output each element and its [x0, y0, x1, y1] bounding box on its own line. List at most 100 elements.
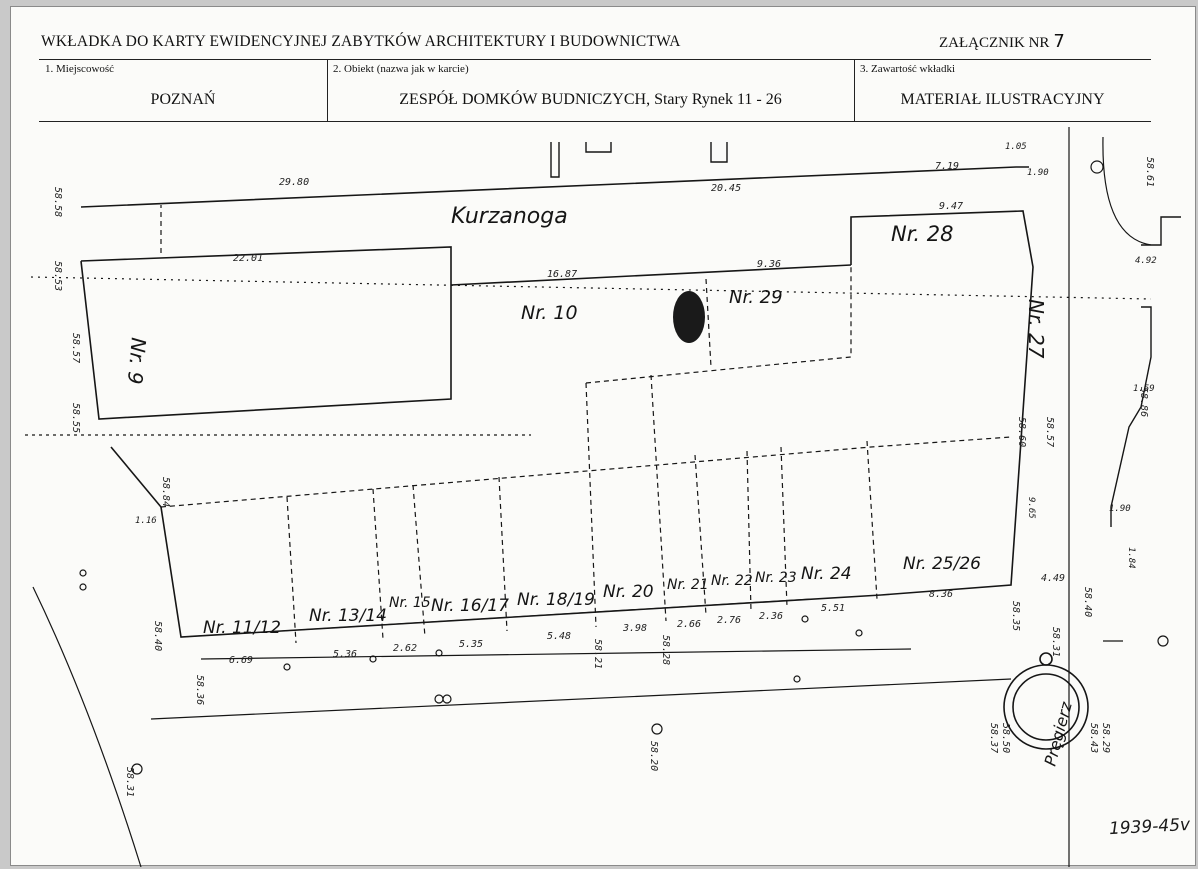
measure-1-90-b: 1.90 — [1109, 504, 1131, 514]
northeast-curb — [1102, 136, 1152, 246]
elevation-1: 58.58 — [52, 187, 63, 217]
elevation-14: 58.29 — [1100, 723, 1111, 753]
market-line-1 — [200, 648, 912, 660]
header-divider-2 — [854, 59, 855, 121]
measure-9-36: 9.36 — [757, 259, 781, 270]
elevation-6: 58.36 — [194, 675, 205, 705]
measure-5-48: 5.48 — [547, 631, 571, 642]
measure-5-35: 5.35 — [459, 639, 483, 650]
elevation-22: 58.60 — [1016, 417, 1027, 447]
lot-10-north-line — [450, 264, 852, 286]
elevation-19: 58.86 — [1138, 387, 1149, 417]
street-symbols — [79, 160, 1169, 775]
document-sheet: WKŁADKA DO KARTY EWIDENCYJNEJ ZABYTKÓW A… — [10, 6, 1196, 867]
lot-label-9: Nr. 9 — [123, 337, 151, 386]
elevation-20: 58.84 — [160, 477, 171, 507]
northeast-stairs-1 — [1141, 216, 1181, 246]
divider-15-16 — [412, 484, 426, 638]
symbol-hydrant-1 — [79, 569, 87, 577]
elevation-3: 58.57 — [70, 333, 81, 363]
measure-1-16: 1.16 — [135, 516, 157, 526]
measure-1-90-a: 1.90 — [1027, 168, 1049, 178]
annex-number: 7 — [1053, 31, 1065, 52]
measure-16-87: 16.87 — [547, 269, 577, 280]
street-name-label: Kurzanoga — [451, 204, 568, 229]
lot-label-10: Nr. 10 — [521, 302, 578, 324]
measure-2-36: 2.36 — [759, 611, 783, 622]
lot-label-24: Nr. 24 — [801, 564, 852, 584]
lot-label-13-14: Nr. 13/14 — [309, 606, 387, 626]
mid-dotted-line — [30, 276, 1152, 300]
lot-label-15: Nr. 15 — [389, 595, 431, 611]
measure-5-51: 5.51 — [821, 603, 845, 614]
divider-13-15 — [372, 488, 384, 640]
north-structure-2 — [585, 142, 612, 153]
cadastral-map: Kurzanoga Pręgierz Nr. 9 Nr. 10 Nr. 28 N… — [25, 127, 1181, 867]
east-building-edge — [1110, 306, 1152, 527]
symbol-lamp-1 — [283, 663, 291, 671]
symbol-hydrant-2 — [79, 583, 87, 591]
archive-signature: 1939-45v — [1108, 814, 1191, 840]
divider-10-29 — [585, 265, 852, 384]
elevation-10: 58.21 — [592, 639, 603, 669]
elevation-13: 58.40 — [1082, 587, 1093, 617]
lot-27-28-outline — [850, 210, 1034, 596]
measure-9-47: 9.47 — [939, 201, 963, 212]
lot-label-20: Nr. 20 — [603, 582, 654, 602]
measure-1-59: 1.59 — [1133, 384, 1155, 394]
divider-16-18 — [498, 476, 508, 632]
field-label-locality: 1. Miejscowość — [45, 63, 115, 75]
symbol-lamp-5 — [442, 694, 452, 704]
lot-label-22: Nr. 22 — [711, 573, 753, 589]
symbol-lamp-4 — [434, 694, 444, 704]
rear-dashed-line — [160, 436, 1012, 508]
elevation-9: 58.28 — [660, 635, 671, 665]
west-curb — [32, 586, 142, 867]
measure-2-66: 2.66 — [677, 619, 701, 630]
divider-11-13 — [286, 496, 297, 644]
elevation-2: 58.53 — [52, 261, 63, 291]
divider-18-20 — [585, 382, 597, 628]
divider-10-29-inner — [705, 278, 712, 368]
measure-4-92: 4.92 — [1135, 256, 1157, 266]
measure-3-98: 3.98 — [622, 623, 647, 634]
map-boundaries — [32, 127, 1152, 867]
elevation-15: 58.43 — [1088, 723, 1099, 753]
pillory-well — [1003, 652, 1089, 750]
symbol-lamp-7 — [855, 629, 863, 637]
symbol-marker-east — [1157, 635, 1169, 647]
lot-label-27: Nr. 27 — [1024, 299, 1048, 359]
lot-divisions — [25, 205, 1152, 644]
lot-label-25-26: Nr. 25/26 — [903, 554, 981, 574]
symbol-lamp-6 — [801, 615, 809, 623]
symbol-marker-southwest — [131, 763, 143, 775]
well-outer-ring — [1003, 664, 1089, 750]
measure-6-69: 6.69 — [229, 655, 253, 666]
elevation-7: 58.31 — [124, 767, 135, 797]
elevation-11: 58.35 — [1010, 601, 1021, 631]
lot-label-28: Nr. 28 — [891, 222, 954, 246]
lot-label-18-19: Nr. 18/19 — [517, 590, 595, 610]
north-structure-3 — [710, 142, 728, 163]
elevation-17: 58.37 — [988, 723, 999, 753]
divider-24-25 — [866, 440, 878, 600]
measure-4-49: 4.49 — [1041, 573, 1065, 584]
measure-1-84: 1.84 — [1126, 547, 1136, 569]
measure-8-36: 8.36 — [929, 589, 953, 600]
elevation-16: 58.50 — [1000, 723, 1011, 753]
lot-label-29: Nr. 29 — [729, 287, 783, 308]
lot-9-outline — [80, 246, 452, 420]
lot-label-11-12: Nr. 11/12 — [203, 618, 281, 638]
elevation-4: 58.55 — [70, 403, 81, 433]
document-title: WKŁADKA DO KARTY EWIDENCYJNEJ ZABYTKÓW A… — [41, 33, 681, 50]
header-rule-top — [39, 59, 1151, 60]
measure-2-76: 2.76 — [717, 615, 741, 626]
symbol-marker-south — [651, 723, 663, 735]
field-value-object: ZESPÓŁ DOMKÓW BUDNICZYCH, Stary Rynek 11… — [399, 91, 782, 108]
measure-9-65: 9.65 — [1026, 497, 1036, 519]
measure-22-01: 22.01 — [233, 253, 263, 264]
elevation-21: 58.57 — [1044, 417, 1055, 447]
lot-label-21: Nr. 21 — [667, 577, 709, 593]
elevation-18: 58.61 — [1144, 157, 1155, 187]
